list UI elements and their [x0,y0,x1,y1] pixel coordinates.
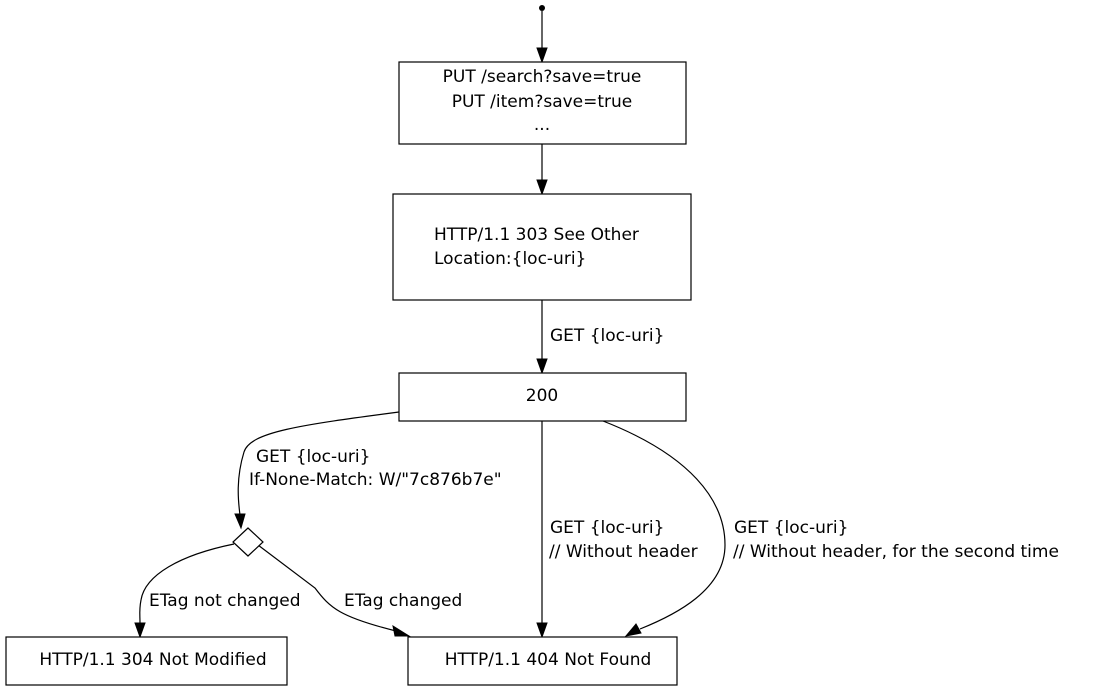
node-303-see-other: HTTP/1.1 303 See Other Location:{loc-uri… [392,193,692,301]
edge-label-conditional-1: GET {loc-uri} [256,447,370,467]
edge-put-to-303 [536,144,548,196]
node-304-not-modified: HTTP/1.1 304 Not Modified [5,636,288,686]
edge-200-to-404-second [602,420,726,637]
see-other-line-1: HTTP/1.1 303 See Other [434,225,639,245]
edge-diamond-to-304 [134,543,235,639]
edge-label-etag-not-changed: ETag not changed [149,591,301,611]
edge-label-conditional-2: If-None-Match: W/"7c876b7e" [249,470,502,490]
edge-200-to-404-direct [536,421,548,639]
decision-diamond [232,527,264,557]
edge-label-second-time-2: // Without header, for the second time [733,542,1059,562]
put-line-3: ... [534,115,550,135]
node-200-label: 200 [526,386,558,406]
edge-200-to-diamond [234,411,400,530]
put-line-2: PUT /item?save=true [452,92,633,112]
see-other-line-2: Location:{loc-uri} [434,249,586,269]
edge-label-without-header-2: // Without header [549,542,698,562]
not-modified-label: HTTP/1.1 304 Not Modified [39,650,266,670]
edge-label-without-header-1: GET {loc-uri} [550,518,664,538]
node-404-not-found: HTTP/1.1 404 Not Found [407,636,678,686]
edge-label-etag-changed: ETag changed [344,591,462,611]
edge-label-to-200: GET {loc-uri} [550,326,664,346]
edge-diamond-to-404 [257,544,411,637]
edge-start-to-put [536,11,548,64]
not-found-label: HTTP/1.1 404 Not Found [445,650,652,670]
node-put-request: PUT /search?save=true PUT /item?save=tru… [398,61,687,145]
edge-303-to-200 [536,300,548,375]
edge-label-second-time-1: GET {loc-uri} [734,518,848,538]
put-line-1: PUT /search?save=true [443,67,642,87]
node-200: 200 [398,372,687,422]
start-dot [539,5,545,11]
